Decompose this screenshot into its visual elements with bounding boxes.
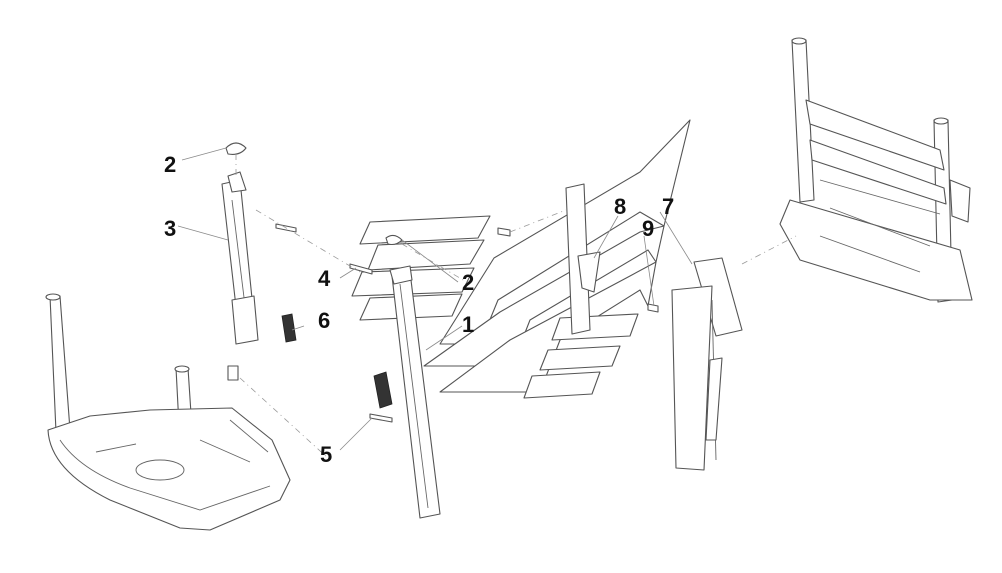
bolts <box>227 223 659 423</box>
right-bracket-parts-7-8-9 <box>565 183 743 471</box>
grip-part-6-center <box>373 371 393 409</box>
left-pillar-part-3 <box>221 171 259 345</box>
center-pillar-part-1 <box>389 265 441 519</box>
callout-4: 4 <box>318 266 331 291</box>
right-cabin-frame <box>779 37 973 303</box>
callout-2-center: 2 <box>462 270 474 295</box>
callout-3: 3 <box>164 216 176 241</box>
grip-part-6-left <box>281 313 297 343</box>
leader-lines <box>177 147 797 461</box>
cap-part-2-left <box>225 142 247 155</box>
left-floor-platform <box>45 293 291 531</box>
callout-5: 5 <box>320 442 332 467</box>
callout-9: 9 <box>642 216 654 241</box>
callout-1: 1 <box>462 312 474 337</box>
callout-7: 7 <box>662 194 674 219</box>
callout-labels: 1 2 2 3 4 5 6 7 8 9 <box>164 152 674 467</box>
callout-6: 6 <box>318 308 330 333</box>
callout-8: 8 <box>614 194 626 219</box>
cap-part-2-center <box>385 234 403 246</box>
callout-2-left: 2 <box>164 152 176 177</box>
